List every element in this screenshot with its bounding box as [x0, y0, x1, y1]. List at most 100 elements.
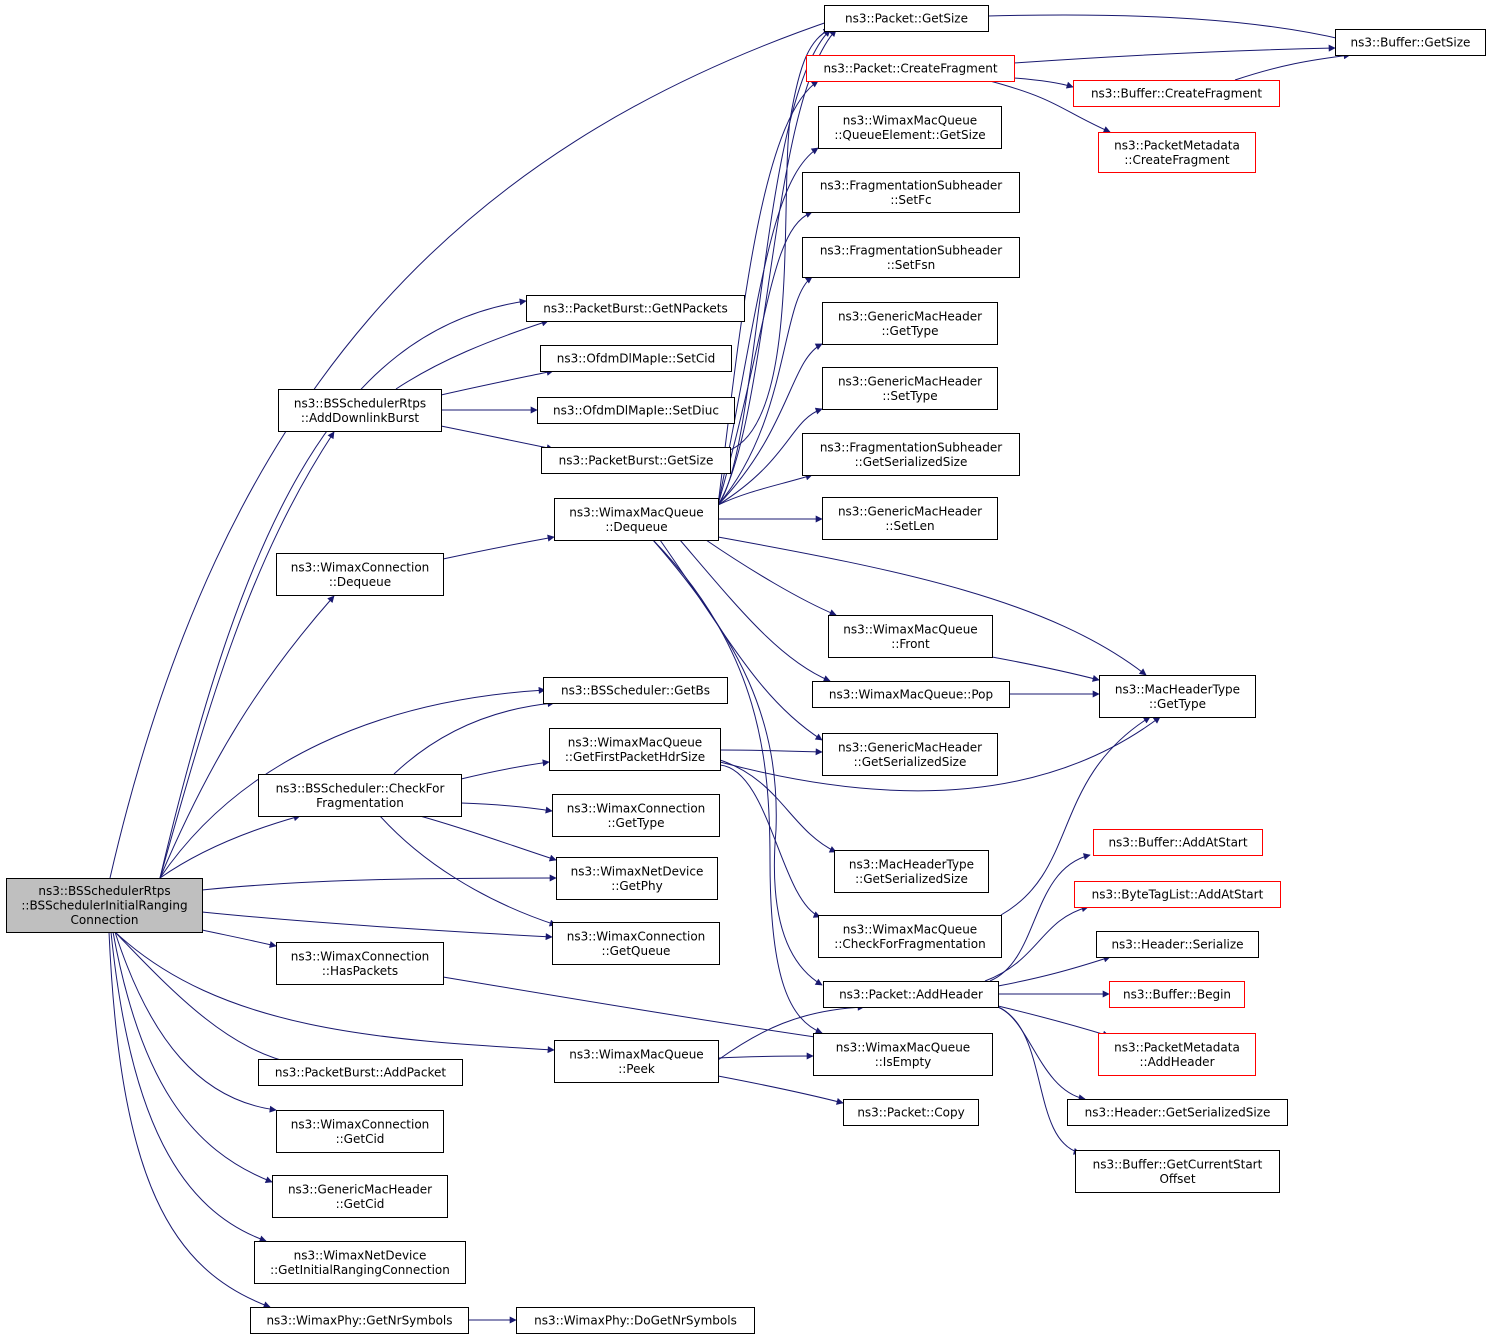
node-box	[1098, 1033, 1256, 1076]
node-label-line: ::CreateFragment	[1124, 153, 1230, 167]
node-wpGetNrSymbols[interactable]: ns3::WimaxPhy::GetNrSymbols	[250, 1307, 469, 1334]
node-pbAddPacket[interactable]: ns3::PacketBurst::AddPacket	[258, 1059, 463, 1086]
node-headerSerialize[interactable]: ns3::Header::Serialize	[1096, 931, 1259, 958]
node-box	[1075, 1150, 1280, 1193]
node-wmqPeek[interactable]: ns3::WimaxMacQueue::Peek	[554, 1040, 719, 1083]
node-wcGetCid[interactable]: ns3::WimaxConnection::GetCid	[276, 1110, 444, 1153]
node-label-line: Connection	[71, 913, 139, 927]
node-label-line: Fragmentation	[316, 796, 404, 810]
node-bufferBegin[interactable]: ns3::Buffer::Begin	[1109, 981, 1245, 1008]
node-label-line: ns3::BSScheduler::GetBs	[561, 684, 710, 698]
node-mhtGetSerializedSize[interactable]: ns3::MacHeaderType::GetSerializedSize	[834, 850, 989, 893]
node-wmqIsEmpty[interactable]: ns3::WimaxMacQueue::IsEmpty	[813, 1033, 993, 1076]
call-nodes: ns3::BSSchedulerRtps::BSSchedulerInitial…	[6, 5, 1486, 1334]
node-label-line: ns3::WimaxMacQueue	[569, 505, 703, 519]
node-box	[1096, 931, 1259, 958]
node-packetCopy[interactable]: ns3::Packet::Copy	[843, 1099, 979, 1126]
node-wmqPop[interactable]: ns3::WimaxMacQueue::Pop	[812, 681, 1010, 708]
node-gmhGetCid[interactable]: ns3::GenericMacHeader::GetCid	[272, 1175, 448, 1218]
node-addDownlinkBurst[interactable]: ns3::BSSchedulerRtps::AddDownlinkBurst	[278, 389, 442, 432]
node-fsGetSerializedSize[interactable]: ns3::FragmentationSubheader::GetSerializ…	[802, 433, 1020, 476]
edge-root-to-addDownlinkBurst	[159, 431, 335, 879]
node-bufferAddAtStart[interactable]: ns3::Buffer::AddAtStart	[1093, 829, 1263, 856]
node-wmqFront[interactable]: ns3::WimaxMacQueue::Front	[828, 615, 993, 658]
edge-root-to-wcDequeue	[159, 595, 335, 879]
node-wndGetPhy[interactable]: ns3::WimaxNetDevice::GetPhy	[556, 857, 718, 900]
node-packetGetSize[interactable]: ns3::Packet::GetSize	[824, 5, 989, 32]
node-bsCheckForFragmentation[interactable]: ns3::BSScheduler::CheckForFragmentation	[258, 774, 462, 817]
node-label-line: ns3::GenericMacHeader	[838, 504, 982, 518]
node-root[interactable]: ns3::BSSchedulerRtps::BSSchedulerInitial…	[6, 878, 203, 933]
node-label-line: ns3::Header::GetSerializedSize	[1085, 1106, 1271, 1120]
edge-wmqDequeue-to-gmhGetType	[717, 343, 823, 506]
node-packetCreateFragment[interactable]: ns3::Packet::CreateFragment	[806, 55, 1015, 82]
edge-packetAddHeader-to-headerGetSerializedSize	[997, 1006, 1086, 1102]
node-fsSetFc[interactable]: ns3::FragmentationSubheader::SetFc	[802, 172, 1020, 213]
node-wmqGetFirstPacketHdrSize[interactable]: ns3::WimaxMacQueue::GetFirstPacketHdrSiz…	[549, 728, 721, 771]
edge-addDownlinkBurst-to-pbGetSize	[440, 425, 554, 452]
edge-root-to-pbAddPacket	[114, 931, 297, 1067]
node-box	[818, 106, 1002, 149]
edge-packetCreateFragment-to-pmCreateFragment	[989, 80, 1111, 133]
node-box	[802, 433, 1020, 476]
edge-packetAddHeader-to-headerSerialize	[997, 955, 1111, 987]
node-ofdmSetCid[interactable]: ns3::OfdmDlMapIe::SetCid	[540, 345, 732, 372]
node-wcHasPackets[interactable]: ns3::WimaxConnection::HasPackets	[276, 942, 444, 985]
node-qeGetSize[interactable]: ns3::WimaxMacQueue::QueueElement::GetSiz…	[818, 106, 1002, 149]
node-gmhSetLen[interactable]: ns3::GenericMacHeader::SetLen	[822, 497, 998, 540]
node-box	[276, 1110, 444, 1153]
node-label-line: ::Peek	[618, 1062, 655, 1076]
node-mhtGetType[interactable]: ns3::MacHeaderType::GetType	[1099, 675, 1256, 718]
node-wpDoGetNrSymbols[interactable]: ns3::WimaxPhy::DoGetNrSymbols	[516, 1307, 755, 1334]
node-wcGetQueue[interactable]: ns3::WimaxConnection::GetQueue	[552, 922, 720, 965]
node-ofdmSetDiuc[interactable]: ns3::OfdmDlMapIe::SetDiuc	[537, 397, 735, 424]
edge-wmqDequeue-to-wmqFront	[705, 539, 837, 616]
node-pmAddHeader[interactable]: ns3::PacketMetadata::AddHeader	[1098, 1033, 1256, 1076]
node-wmqDequeue[interactable]: ns3::WimaxMacQueue::Dequeue	[554, 498, 719, 541]
node-label-line: ns3::PacketMetadata	[1114, 1040, 1240, 1054]
node-box	[537, 397, 735, 424]
node-label-line: ns3::GenericMacHeader	[838, 309, 982, 323]
node-label-line: ::SetFc	[890, 193, 931, 207]
edge-root-to-wpGetNrSymbols	[108, 931, 271, 1309]
node-label-line: ::GetInitialRangingConnection	[270, 1263, 450, 1277]
node-box	[823, 981, 999, 1008]
node-pbGetSize[interactable]: ns3::PacketBurst::GetSize	[541, 447, 731, 474]
edge-wmqCheckForFragmentation-to-mhtGetType	[1000, 716, 1151, 916]
node-gmhGetSerializedSize[interactable]: ns3::GenericMacHeader::GetSerializedSize	[822, 733, 998, 776]
node-label-line: ns3::Packet::CreateFragment	[823, 62, 997, 76]
node-label-line: ns3::MacHeaderType	[849, 857, 974, 871]
node-label-line: ::Dequeue	[329, 575, 391, 589]
node-box	[824, 5, 989, 32]
node-box	[272, 1175, 448, 1218]
edge-packetAddHeader-to-bufferGetCurrentStartOffset	[997, 1006, 1081, 1155]
node-box	[806, 55, 1015, 82]
node-pmCreateFragment[interactable]: ns3::PacketMetadata::CreateFragment	[1098, 132, 1256, 173]
node-btlAddAtStart[interactable]: ns3::ByteTagList::AddAtStart	[1074, 881, 1281, 908]
node-label-line: ns3::WimaxMacQueue	[569, 1047, 703, 1061]
node-box	[822, 497, 998, 540]
node-gmhGetType[interactable]: ns3::GenericMacHeader::GetType	[822, 302, 998, 345]
edge-wcHasPackets-to-wmqIsEmpty	[442, 976, 823, 1041]
node-packetAddHeader[interactable]: ns3::Packet::AddHeader	[823, 981, 999, 1008]
node-pbGetNPackets[interactable]: ns3::PacketBurst::GetNPackets	[526, 295, 745, 322]
node-bufferCreateFragment[interactable]: ns3::Buffer::CreateFragment	[1073, 80, 1280, 107]
node-headerGetSerializedSize[interactable]: ns3::Header::GetSerializedSize	[1067, 1099, 1288, 1126]
node-label-line: ns3::GenericMacHeader	[838, 374, 982, 388]
node-wndGetInitialRangingConnection[interactable]: ns3::WimaxNetDevice::GetInitialRangingCo…	[254, 1241, 466, 1284]
node-fsSetFsn[interactable]: ns3::FragmentationSubheader::SetFsn	[802, 237, 1020, 278]
node-bsGetBs[interactable]: ns3::BSScheduler::GetBs	[543, 677, 728, 704]
node-label-line: ns3::PacketBurst::GetNPackets	[543, 302, 728, 316]
edge-packetAddHeader-to-pmAddHeader	[997, 1005, 1110, 1038]
node-label-line: ns3::FragmentationSubheader	[820, 440, 1002, 454]
node-bufferGetSize[interactable]: ns3::Buffer::GetSize	[1335, 29, 1486, 56]
node-gmhSetType[interactable]: ns3::GenericMacHeader::SetType	[822, 367, 998, 410]
node-label-line: ns3::PacketBurst::GetSize	[559, 454, 714, 468]
node-wmqCheckForFragmentation[interactable]: ns3::WimaxMacQueue::CheckForFragmentatio…	[818, 915, 1002, 958]
node-wcDequeue[interactable]: ns3::WimaxConnection::Dequeue	[276, 553, 444, 596]
node-box	[1067, 1099, 1288, 1126]
edge-wmqDequeue-to-fsSetFc	[717, 211, 813, 506]
node-wcGetType[interactable]: ns3::WimaxConnection::GetType	[552, 794, 720, 837]
